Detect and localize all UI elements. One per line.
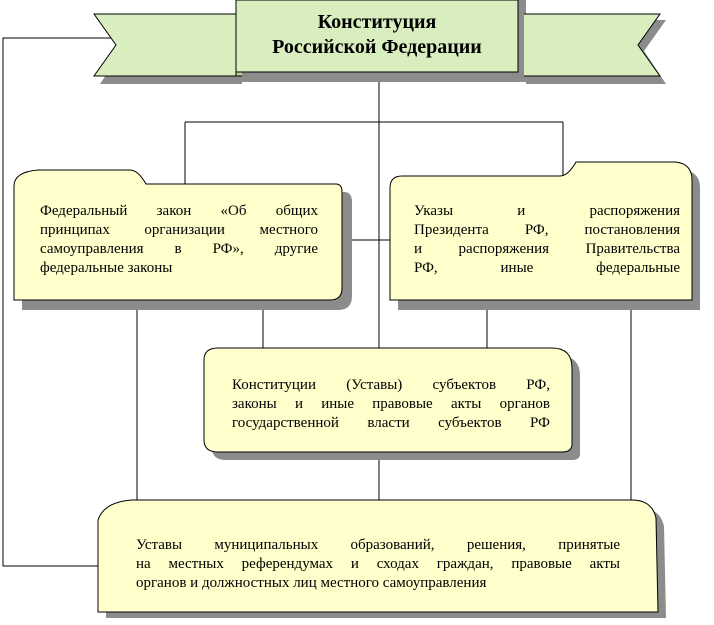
decrees-line-3: и распоряжения Правительства xyxy=(414,241,680,257)
subjects-box xyxy=(203,347,580,460)
title-line-1: Конституция xyxy=(317,11,437,33)
decrees-text: Указы и распоряжения Президента РФ, пост… xyxy=(414,202,680,278)
subjects-text: Конституции (Уставы) субъектов РФ, закон… xyxy=(232,376,550,433)
banner-center xyxy=(235,0,519,73)
subjects-box-shape xyxy=(203,347,573,453)
decrees-line-4: РФ, иные федеральные xyxy=(414,260,680,276)
municipal-line-3: органов и должностных лиц местного самоу… xyxy=(136,575,487,591)
federal-law-box xyxy=(13,169,352,310)
decrees-box xyxy=(389,161,700,310)
municipal-text: Уставы муниципальных образований, решени… xyxy=(136,536,620,593)
decrees-line-1: Указы и распоряжения xyxy=(414,203,680,219)
federal-law-text: Федеральный закон «Об общих принципах ор… xyxy=(40,202,318,278)
subjects-line-1: Конституции (Уставы) субъектов РФ, xyxy=(232,377,550,393)
subjects-line-2: законы и иные правовые акты органов xyxy=(232,396,550,412)
title-line-2: Российской Федерации xyxy=(272,36,482,58)
federal-law-line-3: самоуправления в РФ», другие xyxy=(40,241,318,257)
municipal-box-shape xyxy=(97,499,659,613)
decrees-line-2: Президента РФ, постановления xyxy=(414,222,680,238)
federal-law-line-2: принципах организации местного xyxy=(40,222,318,238)
federal-law-line-1: Федеральный закон «Об общих xyxy=(40,203,318,219)
constitution-banner xyxy=(93,0,666,84)
decrees-box-shape xyxy=(389,161,693,301)
federal-law-line-4: федеральные законы xyxy=(40,260,173,276)
municipal-box xyxy=(97,499,666,618)
municipal-line-1: Уставы муниципальных образований, решени… xyxy=(136,537,620,553)
municipal-line-2: на местных референдумах и сходах граждан… xyxy=(136,556,620,572)
page-title: Конституция Российской Федерации xyxy=(236,10,518,60)
banner-left-ribbon xyxy=(93,13,237,77)
federal-law-box-shape xyxy=(13,169,343,301)
subjects-line-3: государственной власти субъектов РФ xyxy=(232,415,550,431)
